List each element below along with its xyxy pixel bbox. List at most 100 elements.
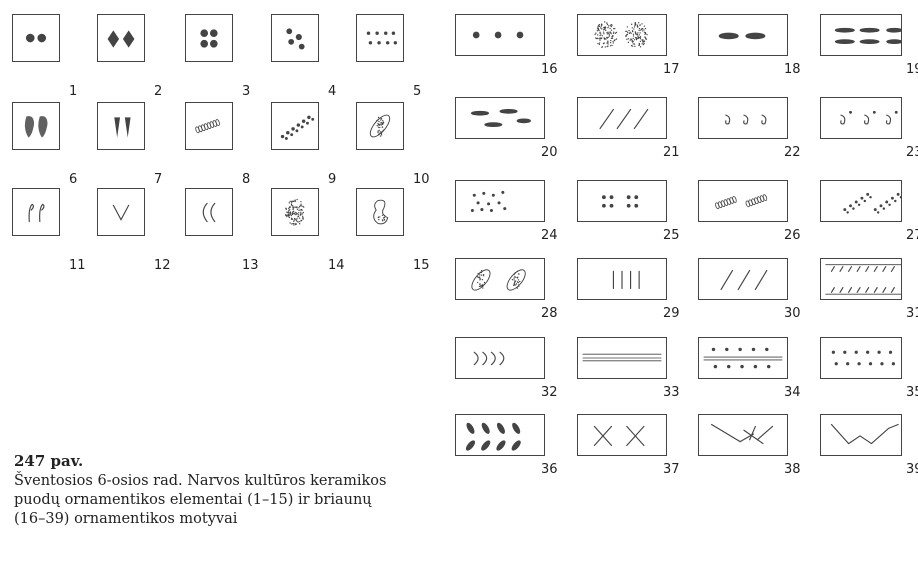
motif-number: 33 (663, 385, 680, 400)
motif-frame (356, 188, 404, 236)
motif-frame (698, 414, 788, 456)
motif-drawing (602, 195, 639, 208)
motif-drawing (200, 29, 218, 48)
motif-drawing (831, 350, 895, 366)
motif-number: 4 (328, 84, 337, 99)
motif-frame (185, 14, 233, 62)
motif-drawing (825, 264, 901, 295)
motif-drawing (471, 269, 526, 291)
motif-number: 6 (69, 172, 78, 187)
motif-drawing (369, 114, 391, 138)
motif-frame (698, 337, 788, 379)
motif-drawing (594, 21, 648, 49)
motif-number: 20 (541, 145, 558, 160)
motif-frame (185, 188, 233, 236)
motif-frame (698, 258, 788, 300)
motif-number: 30 (784, 306, 801, 321)
motif-drawing (711, 423, 774, 445)
motif-number: 28 (541, 306, 558, 321)
motif-frame (577, 97, 667, 139)
motif-number: 22 (784, 145, 801, 160)
motif-frame (820, 414, 902, 456)
motif-number: 12 (154, 258, 171, 273)
motif-number: 9 (328, 172, 337, 187)
motif-frame (185, 102, 233, 150)
motif-number: 13 (242, 258, 259, 273)
motif-frame (455, 337, 545, 379)
motif-number: 21 (663, 145, 680, 160)
motif-drawing (28, 203, 45, 223)
motif-number: 32 (541, 385, 558, 400)
caption-title: 247 pav. (14, 452, 84, 470)
motif-drawing (718, 32, 766, 40)
motif-number: 19 (906, 62, 918, 77)
caption-description: Šventosios 6-osios rad. Narvos kultūros … (14, 473, 387, 527)
motif-frame (820, 180, 902, 222)
motif-drawing (843, 192, 901, 214)
motif-number: 15 (413, 258, 430, 273)
motif-drawing (285, 198, 305, 226)
motif-frame (356, 102, 404, 150)
motif-number: 38 (784, 462, 801, 477)
motif-frame (820, 258, 902, 300)
motif-drawing (473, 351, 505, 366)
motif-number: 1 (69, 84, 78, 99)
motif-frame (455, 258, 545, 300)
motif-frame (698, 180, 788, 222)
motif-drawing (840, 110, 898, 125)
motif-frame (455, 414, 545, 456)
motif-drawing (593, 425, 645, 447)
motif-frame (820, 337, 902, 379)
motif-number: 36 (541, 462, 558, 477)
motif-drawing (280, 115, 315, 140)
motif-frame (577, 337, 667, 379)
motif-number: 7 (154, 172, 163, 187)
motif-frame (97, 14, 145, 62)
motif-number: 27 (906, 228, 918, 243)
motif-number: 16 (541, 62, 558, 77)
motif-number: 25 (663, 228, 680, 243)
motif-frame (698, 14, 788, 56)
motif-drawing (24, 116, 48, 138)
motif-number: 35 (906, 385, 918, 400)
motif-drawing (366, 31, 398, 45)
motif-frame (97, 188, 145, 236)
motif-drawing (599, 108, 649, 130)
motif-number: 24 (541, 228, 558, 243)
motif-frame (698, 97, 788, 139)
motif-number: 2 (154, 84, 163, 99)
motif-number: 14 (328, 258, 345, 273)
motif-frame (577, 258, 667, 300)
motif-drawing (472, 31, 524, 39)
motif-number: 29 (663, 306, 680, 321)
motif-drawing (373, 199, 389, 225)
motif-frame (12, 188, 60, 236)
motif-drawing (830, 423, 899, 445)
motif-drawing (25, 33, 47, 43)
motif-drawing (286, 28, 305, 50)
motif-frame (820, 97, 902, 139)
motif-frame (12, 102, 60, 150)
motif-drawing (465, 422, 521, 451)
motif-frame (271, 14, 319, 62)
motif-drawing (612, 270, 640, 290)
motif-frame (577, 180, 667, 222)
motif-drawing (715, 194, 768, 210)
motif-frame (455, 14, 545, 56)
motif-number: 8 (242, 172, 251, 187)
motif-drawing (195, 119, 220, 134)
motif-drawing (107, 30, 135, 48)
motif-number: 37 (663, 462, 680, 477)
motif-drawing (114, 117, 131, 138)
motif-drawing (725, 114, 767, 125)
motif-number: 11 (69, 258, 86, 273)
motif-drawing (720, 269, 768, 291)
motif-drawing (582, 353, 662, 362)
motif-frame (455, 97, 545, 139)
motif-drawing (470, 190, 507, 213)
motif-frame (271, 188, 319, 236)
motif-number: 31 (906, 306, 918, 321)
motif-number: 3 (242, 84, 251, 99)
motif-number: 34 (784, 385, 801, 400)
motif-frame (820, 14, 902, 56)
